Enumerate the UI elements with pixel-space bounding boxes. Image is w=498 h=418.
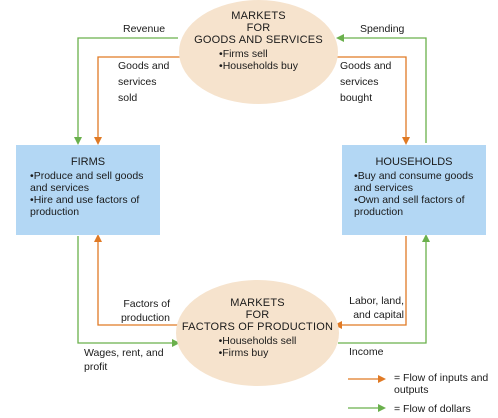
label-wages-rent-profit: Wages, rent, and profit xyxy=(84,347,164,373)
firms-title: FIRMS xyxy=(70,156,106,168)
arrow-wages xyxy=(77,236,180,347)
label-factors-of-production: Factors of production xyxy=(120,298,170,324)
markets-factors-title: MARKETS FOR FACTORS OF PRODUCTION xyxy=(181,297,334,333)
list-item: Firms sell xyxy=(219,48,298,60)
legend-dollars: = Flow of dollars xyxy=(394,403,471,415)
arrow-goods-bought xyxy=(336,56,410,145)
arrow-labor xyxy=(334,236,407,329)
firms-box: FIRMS Produce and sell goods and service… xyxy=(16,145,160,235)
label-revenue: Revenue xyxy=(123,23,166,35)
list-item: Households sell xyxy=(219,335,296,347)
firms-list: Produce and sell goods and services Hire… xyxy=(16,170,148,218)
markets-goods-services: MARKETS FOR GOODS AND SERVICES Firms sel… xyxy=(179,0,338,104)
arrow-spending xyxy=(336,34,427,143)
arrow-goods-sold xyxy=(94,56,180,145)
arrow-factors xyxy=(94,234,180,326)
markets-factors-production: MARKETS FOR FACTORS OF PRODUCTION Househ… xyxy=(176,280,339,386)
list-item: Households buy xyxy=(219,60,298,72)
list-item: Hire and use factors of production xyxy=(30,194,148,218)
legend-inputs-outputs: = Flow of inputs and outputs xyxy=(394,372,489,396)
households-box: HOUSEHOLDS Buy and consume goods and ser… xyxy=(342,145,486,235)
list-item: Produce and sell goods and services xyxy=(30,170,148,194)
list-item: Own and sell factors of production xyxy=(354,194,478,218)
label-goods-bought: Goods and services bought xyxy=(340,60,392,104)
label-income: Income xyxy=(349,346,384,358)
list-item: Firms buy xyxy=(219,347,297,359)
arrow-revenue xyxy=(74,37,178,145)
list-item: Buy and consume goods and services xyxy=(354,170,478,194)
arrow-income xyxy=(338,234,430,344)
markets-factors-list: Households sell Firms buy xyxy=(219,335,297,359)
households-list: Buy and consume goods and services Own a… xyxy=(342,170,478,218)
households-title: HOUSEHOLDS xyxy=(375,156,453,168)
markets-goods-title: MARKETS FOR GOODS AND SERVICES xyxy=(194,10,323,46)
label-labor-land-capital: Labor, land, and capital xyxy=(349,295,404,321)
label-spending: Spending xyxy=(360,23,405,35)
label-goods-sold: Goods and services sold xyxy=(118,60,170,104)
markets-goods-list: Firms sell Households buy xyxy=(219,48,298,72)
